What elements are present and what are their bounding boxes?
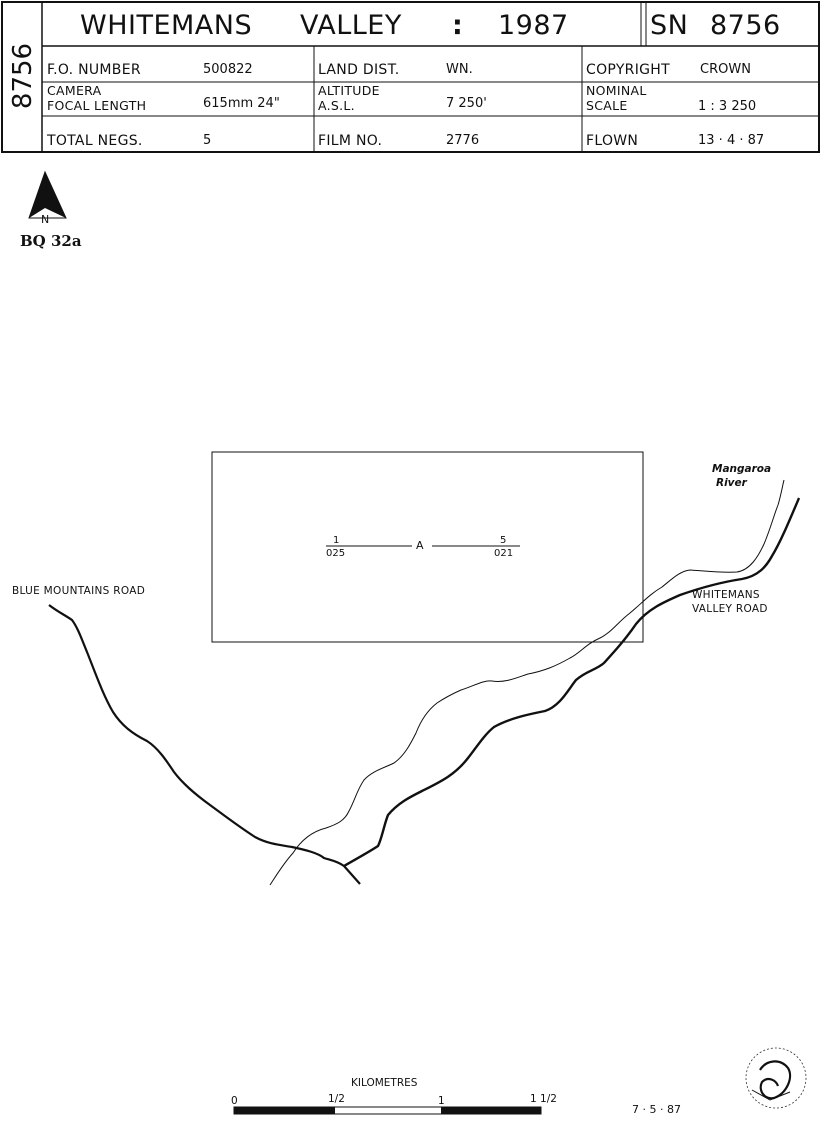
total-negs-value: 5 [203, 133, 212, 148]
land-dist-value: WN. [446, 62, 473, 77]
scale-title: KILOMETRES [351, 1077, 418, 1089]
scale-tick-half: 1/2 [328, 1093, 345, 1105]
run-letter: A [416, 539, 424, 552]
land-dist-label: LAND DIST. [318, 62, 400, 78]
scale-bar [233, 1106, 542, 1115]
altitude-label: ALTITUDE [318, 83, 380, 98]
copyright-value: CROWN [700, 62, 751, 77]
run-end-sub: 021 [494, 548, 514, 559]
blue-mountains-road-label: BLUE MOUNTAINS ROAD [12, 585, 146, 597]
sheet-side-number-text: 8756 [8, 42, 38, 110]
focal-length-label: FOCAL LENGTH [47, 98, 147, 113]
run-start-neg: 1 [333, 535, 340, 546]
river-label-line1: Mangaroa [712, 463, 772, 475]
north-arrow [28, 170, 67, 219]
whitemans-road-label-line2: VALLEY ROAD [692, 603, 768, 615]
photo-coverage-box [211, 451, 644, 643]
scale-label: SCALE [586, 98, 628, 113]
asl-label: A.S.L. [318, 98, 355, 113]
aerial-mapping-logo [745, 1047, 807, 1109]
title-separator: : [452, 10, 464, 41]
copyright-label: COPYRIGHT [586, 62, 670, 78]
run-end-neg: 5 [500, 535, 507, 546]
fo-number-label: F.O. NUMBER [47, 62, 141, 78]
nominal-label: NOMINAL [586, 83, 647, 98]
title-year: 1987 [498, 10, 569, 41]
flown-label: FLOWN [586, 133, 639, 149]
film-no-value: 2776 [446, 133, 480, 148]
north-label: N [41, 213, 50, 226]
sn-prefix: SN [650, 10, 689, 41]
river-label-line2: River [716, 477, 747, 489]
altitude-value: 7 250' [446, 96, 487, 111]
total-negs-label: TOTAL NEGS. [47, 133, 143, 149]
run-start-sub: 025 [326, 548, 346, 559]
sheet-side-number: 8756 [2, 34, 44, 118]
camera-label: CAMERA [47, 83, 102, 98]
sn-number: 8756 [710, 10, 781, 41]
title-place: WHITEMANS [80, 10, 253, 41]
whitemans-valley-road [343, 497, 801, 868]
map-reference: BQ 32a [20, 232, 82, 250]
compilation-date: 7 · 5 · 87 [632, 1103, 681, 1116]
whitemans-road-label-line1: WHITEMANS [692, 589, 760, 601]
flown-value: 13 · 4 · 87 [698, 133, 765, 148]
nominal-scale-value: 1 : 3 250 [698, 99, 757, 114]
header-frame [1, 1, 820, 153]
title-place-2: VALLEY [300, 10, 402, 41]
fo-number-value: 500822 [203, 62, 253, 77]
scale-tick-1: 1 [438, 1095, 445, 1107]
focal-length-value: 615mm 24" [203, 96, 280, 111]
scale-tick-1-half: 1 1/2 [530, 1093, 557, 1105]
mangaroa-river [269, 479, 785, 886]
blue-mountains-road [48, 604, 361, 885]
film-no-label: FILM NO. [318, 133, 383, 149]
scale-tick-0: 0 [231, 1095, 238, 1107]
